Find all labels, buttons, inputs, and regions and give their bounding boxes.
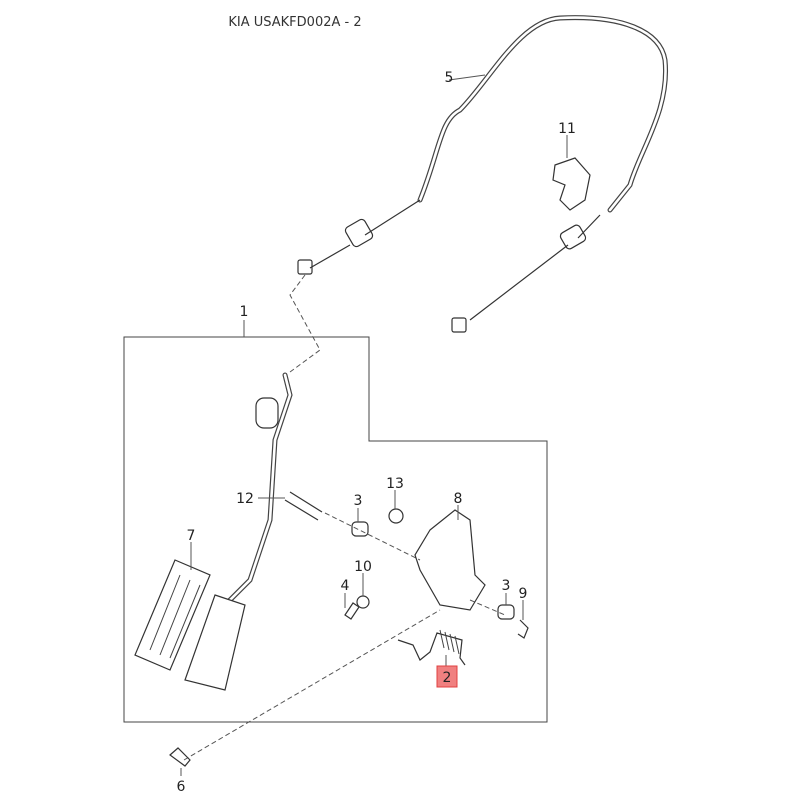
- screw: [169, 747, 191, 767]
- pedal-arm: [184, 372, 323, 691]
- bolt: [344, 602, 360, 620]
- callout-6[interactable]: 6: [177, 779, 186, 795]
- callout-12[interactable]: 12: [236, 491, 254, 507]
- callout-4[interactable]: 4: [341, 578, 350, 594]
- nut: [356, 595, 370, 609]
- accelerator-cable: [297, 15, 669, 333]
- highlight-box: [436, 665, 458, 688]
- callout-1[interactable]: 1: [240, 304, 249, 320]
- bushing: [497, 604, 515, 620]
- return-spring: [397, 629, 466, 666]
- callout-2[interactable]: 2: [443, 670, 452, 686]
- callout-3[interactable]: 3: [354, 493, 363, 509]
- bushing: [351, 521, 369, 537]
- cable-bracket: [552, 157, 591, 211]
- callout-5[interactable]: 5: [445, 70, 454, 86]
- callout-10[interactable]: 10: [354, 559, 372, 575]
- clip: [517, 619, 529, 639]
- bolt-head: [388, 508, 404, 524]
- callout-11[interactable]: 11: [558, 121, 576, 137]
- assembly-outline: [123, 336, 548, 723]
- pedal-pad: [134, 559, 211, 671]
- callout-9[interactable]: 9: [519, 586, 528, 602]
- callout-8[interactable]: 8: [454, 491, 463, 507]
- callout-13[interactable]: 13: [386, 476, 404, 492]
- diagram-title: KIA USAKFD002A - 2: [228, 15, 362, 30]
- pedal-bracket: [414, 509, 486, 611]
- callout-3[interactable]: 3: [502, 578, 511, 594]
- callout-7[interactable]: 7: [187, 528, 196, 544]
